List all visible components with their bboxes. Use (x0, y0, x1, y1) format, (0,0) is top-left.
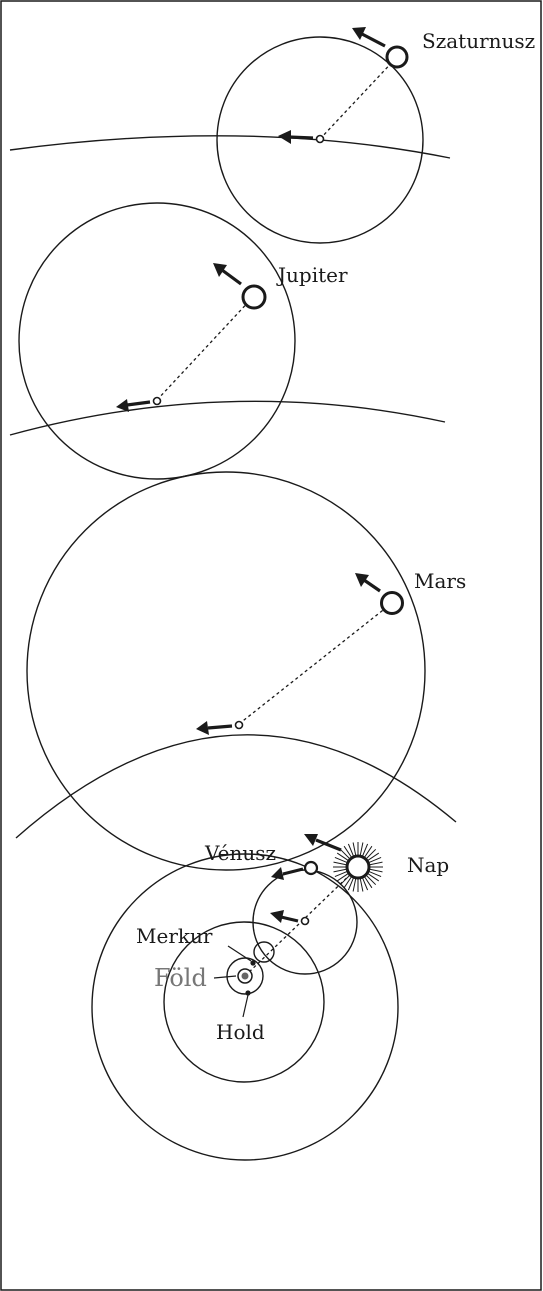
jupiter-system: Jupiter (9, 202, 446, 480)
inner-system: Vénusz Nap Merkur Föld Hold (91, 834, 449, 1161)
sun-ray (352, 842, 357, 856)
saturn-spoke (319, 56, 398, 140)
sun-ray (364, 876, 373, 889)
venus-deferent (163, 921, 325, 1083)
earth-pointer (213, 975, 237, 979)
earth-label: Föld (154, 964, 207, 992)
saturn-motion-arrow (352, 27, 386, 48)
jupiter-deferent-arc (9, 400, 446, 436)
mars-deferent-arc (15, 734, 457, 839)
saturn-label: Szaturnusz (422, 29, 535, 53)
jupiter-planet (241, 284, 267, 310)
moon-label: Hold (216, 1020, 265, 1044)
sun-ray (369, 861, 383, 866)
mars-epicycle-center (234, 720, 244, 730)
saturn-deferent-arc (9, 135, 451, 159)
sun-ray (334, 856, 348, 863)
jupiter-motion-arrow (213, 263, 242, 286)
sun-ray (368, 871, 382, 878)
sun-ray (366, 875, 377, 886)
moon-orbit (226, 957, 264, 995)
jupiter-deferent-arrow (116, 399, 151, 412)
sun-label: Nap (407, 853, 449, 877)
sun-ray (362, 843, 369, 857)
mercury-label: Merkur (136, 924, 213, 948)
jupiter-spoke (156, 296, 254, 401)
sun-ray (334, 871, 348, 878)
sun-orbit (91, 853, 399, 1161)
jupiter-label: Jupiter (276, 263, 348, 287)
mars-deferent-arrow (196, 721, 233, 735)
sun-ray (347, 877, 354, 891)
saturn-epicycle-center (315, 134, 325, 144)
earth-core (241, 972, 249, 980)
sun-disk (345, 854, 371, 880)
mars-spoke (238, 602, 393, 725)
moon-pointer (242, 994, 249, 1018)
venus-deferent-arrow (270, 910, 299, 923)
sun-ray (336, 873, 349, 882)
venus-label: Vénusz (204, 841, 276, 865)
saturn-deferent-arrow (278, 130, 314, 144)
sun-ray (369, 868, 383, 873)
sun-ray (343, 845, 352, 858)
venus-epicycle-center (300, 916, 310, 926)
saturn-planet (385, 45, 409, 69)
mars-label: Mars (414, 569, 466, 593)
sun-ray (333, 861, 347, 866)
jupiter-epicycle-center (152, 396, 162, 406)
sun-ray (359, 878, 364, 892)
mercury-pointer (227, 945, 252, 962)
mars-motion-arrow (355, 573, 381, 593)
sun-ray (352, 878, 357, 892)
venus-planet (303, 860, 319, 876)
sun-ray (364, 845, 373, 858)
sun-ray (359, 842, 364, 856)
mars-planet (380, 591, 404, 615)
sun-ray (368, 856, 382, 863)
venus-motion-arrow (271, 867, 304, 880)
sun-ray (339, 848, 350, 859)
sun-ray (367, 873, 380, 882)
sun-ray (333, 868, 347, 873)
sun-ray (347, 843, 354, 857)
sun-icon (333, 842, 383, 892)
saturn-epicycle (216, 36, 424, 244)
saturn-system: Szaturnusz (9, 27, 535, 244)
sun-ray (362, 877, 369, 891)
mercury-epicycle (253, 941, 275, 963)
moon-body (245, 990, 251, 996)
sun-ray (367, 852, 380, 861)
sun-ray (339, 875, 350, 886)
sun-rays (333, 842, 383, 892)
mercury-planet (250, 960, 256, 966)
jupiter-epicycle (18, 202, 296, 480)
sun-ray (366, 848, 377, 859)
sun-motion-arrow (304, 834, 342, 852)
mars-epicycle (26, 471, 426, 871)
sun-ray (343, 876, 352, 889)
sun-ray (336, 852, 349, 861)
mars-system: Mars (15, 471, 466, 871)
